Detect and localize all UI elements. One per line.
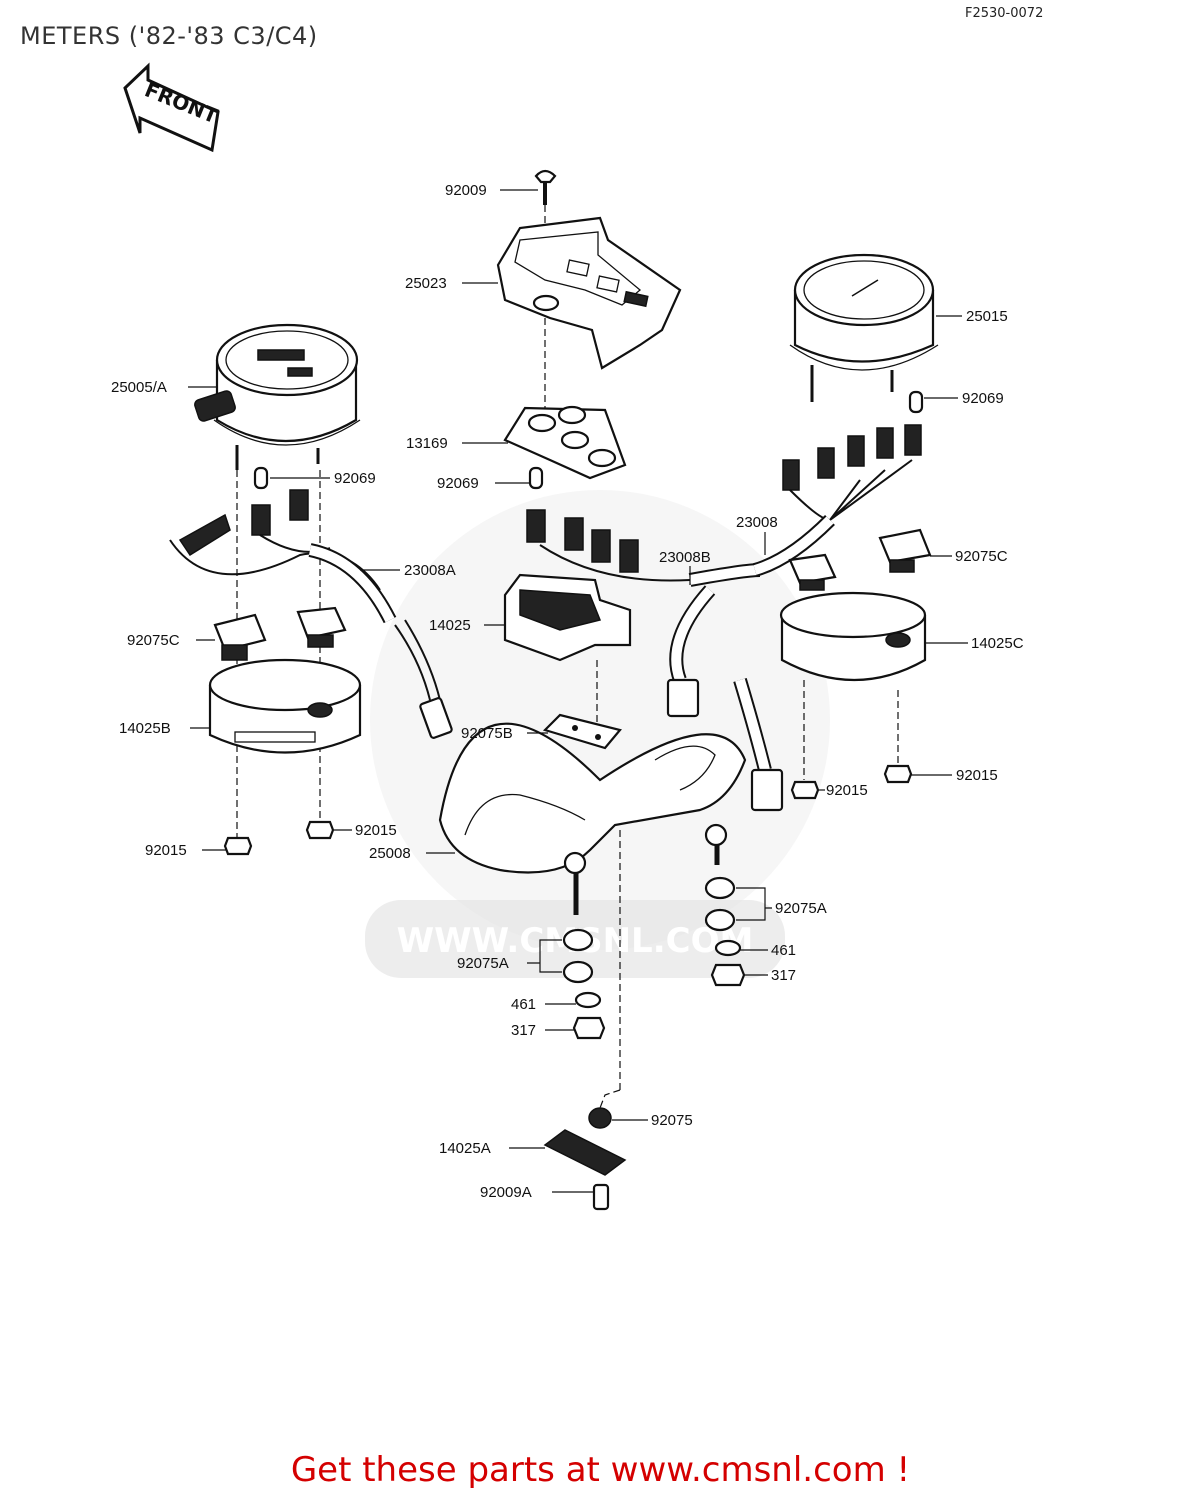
front-arrow-icon: FRONT	[123, 62, 222, 153]
nut-92015-b	[305, 820, 335, 840]
label-23008B: 23008B	[659, 549, 711, 566]
speedometer-25005A	[194, 323, 361, 470]
label-92069-left: 92069	[334, 470, 376, 487]
washer-461-left	[574, 991, 602, 1009]
label-14025C: 14025C	[971, 635, 1024, 652]
label-25015: 25015	[966, 308, 1008, 325]
label-461-right: 461	[771, 942, 796, 959]
harness-23008	[752, 424, 922, 577]
label-317-left: 317	[511, 1022, 536, 1039]
meter-case-14025C	[779, 591, 927, 681]
harness-23008A	[169, 489, 453, 739]
washer-461-right	[714, 939, 742, 957]
nut-317-left	[572, 1016, 606, 1040]
label-23008: 23008	[736, 514, 778, 531]
bracket-25008	[438, 722, 747, 915]
figure-code: F2530-0072	[965, 6, 1044, 21]
label-25008: 25008	[369, 845, 411, 862]
bulb-92069-left	[253, 466, 269, 490]
label-92015-a: 92015	[145, 842, 187, 859]
page-title: METERS ('82-'83 C3/C4)	[20, 22, 318, 50]
label-92015-b: 92015	[355, 822, 397, 839]
footer-link[interactable]: Get these parts at www.cmsnl.com !	[290, 1450, 911, 1490]
label-92075: 92075	[651, 1112, 693, 1129]
damper-92075C-fourth	[788, 553, 837, 591]
harness-23008B	[526, 509, 784, 812]
label-92069-center: 92069	[437, 475, 479, 492]
label-14025A: 14025A	[439, 1140, 491, 1157]
nut-92015-a	[223, 836, 253, 856]
bulb-92069-right	[908, 390, 924, 414]
plate-14025A	[543, 1129, 627, 1176]
meter-cover-25023	[496, 216, 682, 370]
label-25023: 25023	[405, 275, 447, 292]
nut-317-right	[710, 963, 746, 987]
damper-92075	[588, 1107, 612, 1129]
meter-case-14025B	[208, 658, 362, 754]
label-92075C-left: 92075C	[127, 632, 180, 649]
nut-92015-d	[883, 764, 913, 784]
label-92069-right: 92069	[962, 390, 1004, 407]
label-92009: 92009	[445, 182, 487, 199]
label-25005A: 25005/A	[111, 379, 167, 396]
indicator-housing-13169	[503, 405, 627, 480]
screw-92009	[534, 169, 557, 205]
tachometer-25015	[789, 253, 939, 402]
label-14025B: 14025B	[119, 720, 171, 737]
label-23008A: 23008A	[404, 562, 456, 579]
label-92075B: 92075B	[461, 725, 513, 742]
meter-case-14025	[503, 573, 632, 662]
damper-92075C-right	[878, 528, 932, 573]
screw-92009A	[592, 1183, 610, 1211]
label-13169: 13169	[406, 435, 448, 452]
bulb-92069-center	[528, 466, 544, 490]
footer-banner: Get these parts at www.cmsnl.com !	[0, 1450, 1201, 1490]
label-92075A-left: 92075A	[457, 955, 509, 972]
label-92075A-right: 92075A	[775, 900, 827, 917]
leader-lines	[188, 189, 968, 1193]
label-92075C-right: 92075C	[955, 548, 1008, 565]
label-92015-d: 92015	[956, 767, 998, 784]
label-92009A: 92009A	[480, 1184, 532, 1201]
parts-diagram: WWW.CMSNL.COM FRONT	[111, 62, 1024, 1211]
label-14025: 14025	[429, 617, 471, 634]
damper-92075A-right	[704, 876, 736, 932]
damper-92075C-second	[296, 606, 347, 648]
plate-92075B	[542, 713, 622, 750]
label-461-left: 461	[511, 996, 536, 1013]
nut-92015-c	[790, 780, 820, 800]
label-317-right: 317	[771, 967, 796, 984]
label-92015-c: 92015	[826, 782, 868, 799]
damper-92075A-left	[562, 928, 594, 984]
damper-92075C-left	[213, 613, 267, 661]
